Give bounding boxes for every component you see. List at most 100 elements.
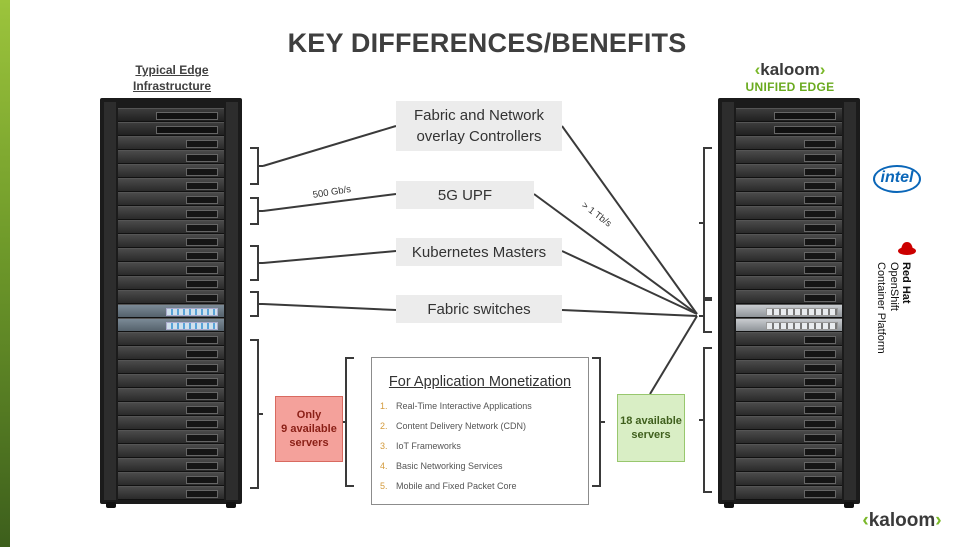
rack-unit <box>736 304 842 318</box>
rack-unit <box>118 430 224 444</box>
rack-unit <box>736 136 842 150</box>
line-right-switch <box>561 309 698 317</box>
line-right-servers <box>649 315 698 395</box>
rack-unit <box>118 192 224 206</box>
rack-unit <box>736 402 842 416</box>
rack-unit <box>736 388 842 402</box>
rack-unit <box>118 346 224 360</box>
rack-unit <box>118 122 224 136</box>
rack-unit <box>736 332 842 346</box>
kaloom-unified-edge-label: ‹kaloom› UNIFIED EDGE <box>720 60 860 94</box>
right-available-servers-box: 18 available servers <box>617 394 685 462</box>
rack-unit <box>118 388 224 402</box>
kaloom-unified-rack <box>718 98 860 508</box>
rack-unit <box>118 290 224 304</box>
rack-unit <box>736 486 842 500</box>
fabric-controllers-line2: overlay Controllers <box>416 128 542 145</box>
line-right-controllers <box>561 125 698 315</box>
intel-logo-text: intel <box>880 169 914 186</box>
rack-unit <box>118 136 224 150</box>
rack-unit <box>118 206 224 220</box>
rack-unit <box>736 290 842 304</box>
rack-unit <box>118 360 224 374</box>
typical-edge-label: Typical Edge Infrastructure <box>112 62 232 94</box>
monetization-title: For Application Monetization <box>388 374 572 390</box>
rack-unit <box>118 220 224 234</box>
rack-unit <box>736 318 842 332</box>
rack-unit <box>736 458 842 472</box>
left-accent-bar <box>0 0 10 547</box>
left-available-line2: 9 available <box>281 423 337 435</box>
rack-unit <box>736 234 842 248</box>
rack-unit <box>736 248 842 262</box>
rack-unit <box>736 108 842 122</box>
left-brace-5 <box>250 339 263 489</box>
rack-unit <box>118 262 224 276</box>
left-available-line1: Only <box>296 409 322 421</box>
right-available-line2: servers <box>631 429 671 441</box>
right-brace-2 <box>699 299 712 333</box>
redhat-line2: OpenShift <box>888 262 900 311</box>
rack-unit <box>118 458 224 472</box>
rack-unit <box>118 402 224 416</box>
kaloom-logo-top: ‹kaloom› <box>754 60 826 79</box>
rack-unit <box>736 430 842 444</box>
rack-unit <box>736 360 842 374</box>
redhat-line3: Container Platform <box>875 262 887 354</box>
rack-unit <box>736 150 842 164</box>
rack-unit <box>118 444 224 458</box>
rack-unit <box>118 108 224 122</box>
monetization-item: 3.IoT Frameworks <box>380 441 461 451</box>
rack-unit <box>736 220 842 234</box>
rack-unit <box>736 374 842 388</box>
typical-edge-label-line2: Infrastructure <box>132 79 212 93</box>
upf-box: 5G UPF <box>396 181 534 209</box>
rack-unit <box>736 276 842 290</box>
rack-unit <box>118 486 224 500</box>
fabric-controllers-box: Fabric and Network overlay Controllers <box>396 101 562 151</box>
rack-unit <box>118 248 224 262</box>
redhat-line1: Red Hat <box>900 262 912 304</box>
rack-unit <box>736 178 842 192</box>
rack-unit <box>118 304 224 318</box>
rack-unit <box>736 122 842 136</box>
rack-unit <box>736 164 842 178</box>
unified-edge-subtitle: UNIFIED EDGE <box>745 80 835 94</box>
kubernetes-masters-label: Kubernetes Masters <box>411 243 547 261</box>
upf-label: 5G UPF <box>437 186 493 204</box>
left-brace-4 <box>250 291 263 317</box>
monetization-box: For Application Monetization 1.Real-Time… <box>371 357 589 505</box>
left-brace-1 <box>250 147 263 185</box>
right-brace-3 <box>699 347 712 493</box>
monetization-list: 1.Real-Time Interactive Applications 2.C… <box>380 396 588 496</box>
line-left-upf <box>262 193 397 212</box>
rack-unit <box>118 416 224 430</box>
left-available-servers-box: Only 9 available servers <box>275 396 343 462</box>
rack-unit <box>736 206 842 220</box>
line-right-k8s <box>561 250 698 315</box>
line-left-k8s <box>262 250 397 264</box>
rack-unit <box>118 318 224 332</box>
fabric-switches-label: Fabric switches <box>427 300 531 318</box>
rack-unit <box>736 192 842 206</box>
rack-unit <box>736 472 842 486</box>
redhat-openshift-logo: Red Hat OpenShift Container Platform <box>874 262 912 354</box>
rack-unit <box>118 150 224 164</box>
kaloom-footer-logo: ‹kaloom› <box>862 510 942 531</box>
kaloom-logo-text: kaloom <box>760 60 820 79</box>
left-available-line3: servers <box>289 437 329 449</box>
left-brace-2 <box>250 197 263 225</box>
line-left-controllers <box>262 125 397 167</box>
rack-unit <box>736 262 842 276</box>
monetization-item: 4.Basic Networking Services <box>380 461 503 471</box>
rack-unit <box>736 346 842 360</box>
mon-brace-left <box>341 357 354 487</box>
fabric-switches-box: Fabric switches <box>396 295 562 323</box>
monetization-item: 1.Real-Time Interactive Applications <box>380 401 532 411</box>
rack-unit <box>118 178 224 192</box>
rack-unit <box>118 276 224 290</box>
page-title: KEY DIFFERENCES/BENEFITS <box>287 28 687 58</box>
typical-edge-label-line1: Typical Edge <box>135 63 209 77</box>
left-brace-3 <box>250 245 263 281</box>
